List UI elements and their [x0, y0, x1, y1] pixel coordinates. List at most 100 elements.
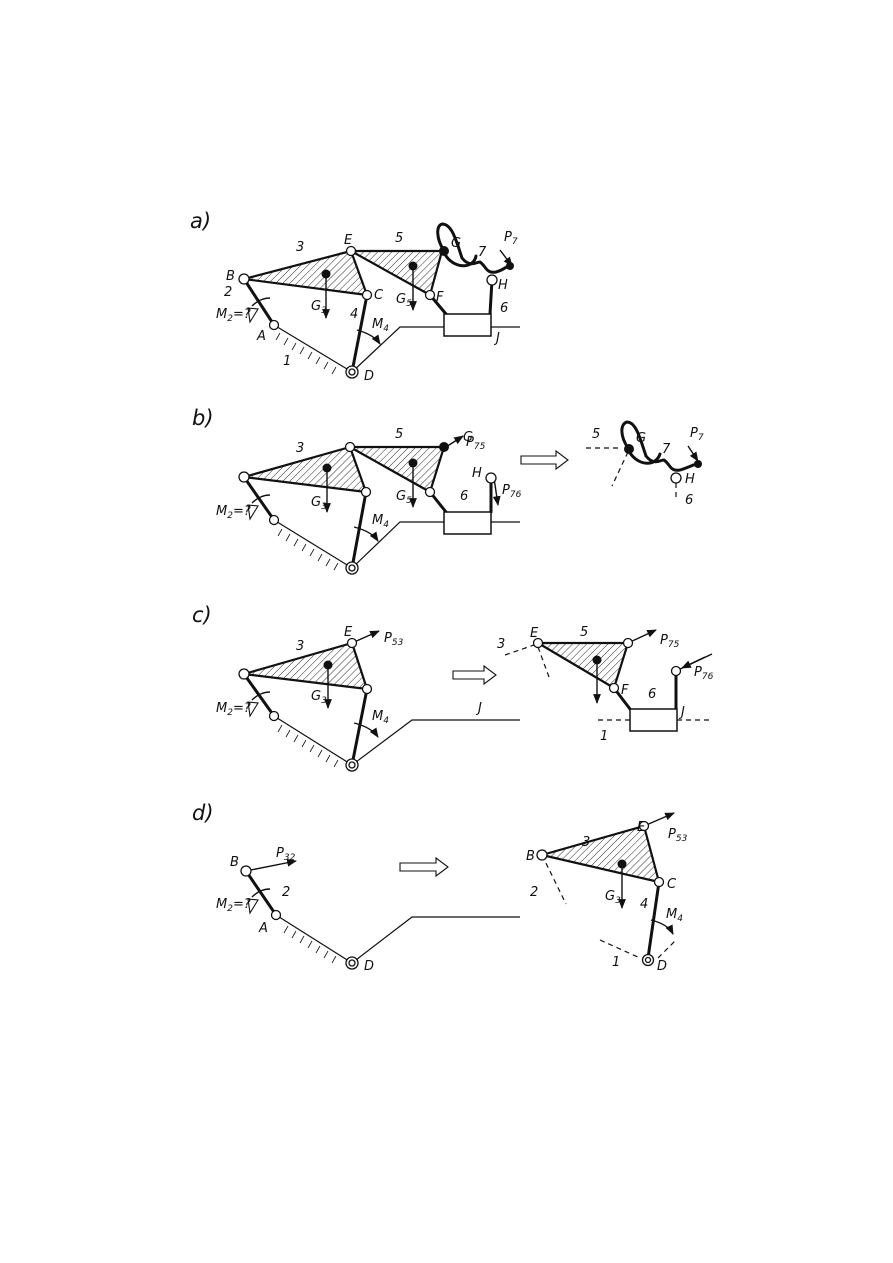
- label-force-53: P53: [668, 827, 688, 844]
- label-link-5: 5: [395, 231, 403, 246]
- label-B-free: B: [526, 849, 535, 864]
- joint-E-free: [532, 637, 544, 649]
- link-6: [488, 278, 494, 316]
- label-link-3b: 3: [582, 835, 590, 850]
- link-4: [350, 293, 369, 374]
- joint-G-free: [624, 444, 634, 454]
- joint-A: [268, 710, 280, 722]
- joint-A: [268, 319, 280, 331]
- cut-link-2-dash: [541, 854, 567, 905]
- ground-line: [273, 519, 353, 569]
- link-2: [242, 277, 276, 327]
- joint-E: [345, 245, 357, 257]
- label-B: B: [230, 855, 239, 870]
- cut-ground-right-dash: [657, 939, 677, 959]
- joint-C-free: [653, 876, 665, 888]
- force-7-arrow: [687, 445, 699, 462]
- joint-E: [346, 637, 358, 649]
- panel-d: d) B A D 2 M2=? P32: [192, 801, 688, 974]
- joint-B: [240, 865, 252, 877]
- moment-2-hollow-arrow: [247, 701, 259, 718]
- label-moment-4: M4: [666, 907, 683, 924]
- label-link-3: 3: [296, 441, 304, 456]
- label-link-6b: 6: [685, 493, 693, 508]
- moment-2-hollow-arrow: [247, 898, 259, 915]
- label-moment-2: M2=?: [216, 504, 251, 521]
- label-G: G: [463, 430, 473, 445]
- force-53-arrow: [643, 812, 675, 827]
- joint-F-free: [608, 682, 620, 694]
- link-3-triangle-free: [540, 824, 661, 884]
- label-D-free: D: [657, 959, 667, 974]
- label-weight-5: G5: [396, 292, 412, 309]
- joint-C: [361, 289, 373, 301]
- label-link-4b: 4: [640, 897, 648, 912]
- label-force-75: P75: [660, 633, 680, 650]
- cg-5: [408, 261, 418, 271]
- moment-4-arrow: [650, 919, 674, 935]
- joint-G: [439, 246, 449, 256]
- cut-ground-left-dash: [599, 939, 641, 959]
- label-link-2: 2: [282, 885, 290, 900]
- joint-G-free: [622, 637, 634, 649]
- joint-A: [270, 909, 282, 921]
- link-5-triangle-free: [536, 641, 630, 690]
- joint-H-free: [670, 472, 682, 484]
- label-link-3: 3: [296, 240, 304, 255]
- label-link-7b: 7: [662, 442, 671, 457]
- joint-A: [268, 514, 280, 526]
- label-weight-3: G3: [311, 495, 327, 512]
- joint-C: [360, 486, 372, 498]
- slider-block: [443, 313, 492, 337]
- label-H: H: [472, 466, 482, 481]
- moment-2-hollow-arrow: [247, 504, 259, 521]
- label-B: B: [226, 269, 235, 284]
- label-link-1: 1: [283, 354, 291, 369]
- ground-pivot-D-free-inner: [644, 956, 652, 964]
- ground-pivot-D-inner: [348, 564, 356, 572]
- label-E-free: E: [637, 820, 646, 835]
- link-3-triangle: [242, 445, 368, 494]
- label-D: D: [364, 369, 374, 384]
- ground-line: [273, 715, 353, 766]
- joint-C: [361, 683, 373, 695]
- label-link-7: 7: [478, 245, 487, 260]
- label-C-free: C: [667, 877, 677, 892]
- joint-F: [424, 289, 436, 301]
- joint-G: [439, 442, 449, 452]
- joint-B: [238, 668, 250, 680]
- label-link-4: 4: [350, 307, 358, 322]
- label-moment-2: M2=?: [216, 701, 251, 718]
- link-4: [350, 687, 369, 767]
- label-weight-3: G3: [605, 889, 621, 906]
- ground-pivot-D-inner: [348, 368, 356, 376]
- link-3-triangle: [242, 249, 369, 297]
- joint-H: [485, 472, 497, 484]
- link-5-triangle: [348, 445, 446, 494]
- link-7-free-body-lower: [628, 451, 662, 465]
- label-J: J: [475, 701, 482, 716]
- force-76-arrow: [681, 656, 706, 669]
- label-weight-3: G3: [311, 299, 327, 316]
- moment-2-arc: [251, 888, 271, 898]
- link-5-triangle: [349, 249, 444, 297]
- label-A: A: [256, 329, 266, 344]
- joint-H-free: [670, 665, 682, 677]
- label-weight-3: G3: [311, 689, 327, 706]
- label-F-free: F: [621, 683, 629, 698]
- label-link-1b: 1: [612, 955, 620, 970]
- panel-c: c) E J 3 M2=? M4 G3 P53: [192, 603, 714, 772]
- label-moment-4: M4: [372, 513, 389, 530]
- label-force-7: P7: [504, 230, 518, 247]
- moment-2-arc: [251, 691, 271, 701]
- hollow-arrow-icon: [520, 449, 569, 471]
- label-H: H: [498, 278, 508, 293]
- ground-line: [273, 324, 353, 373]
- joint-H: [486, 274, 498, 286]
- moment-4-arrow: [353, 722, 379, 738]
- label-J: J: [493, 331, 500, 346]
- ground-line: [275, 914, 353, 964]
- panel-label: c): [192, 603, 212, 627]
- force-7-point: [694, 460, 702, 468]
- slider-guide: [351, 916, 520, 964]
